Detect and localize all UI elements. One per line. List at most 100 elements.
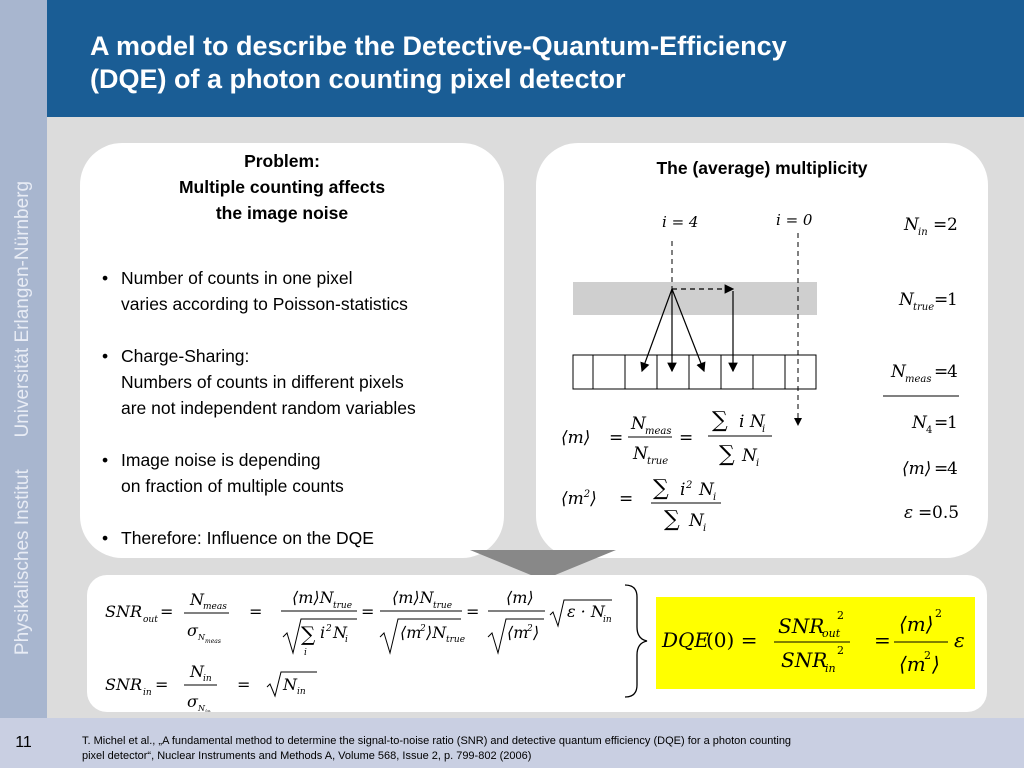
bullet-line: are not independent random variables xyxy=(121,398,416,418)
svg-text:∑: ∑ xyxy=(719,442,735,467)
svg-text:∑: ∑ xyxy=(653,476,669,501)
label-i-right: i = 0 xyxy=(776,211,813,229)
svg-text:⟨m⟩N: ⟨m⟩N xyxy=(292,588,335,607)
svg-text:=: = xyxy=(609,428,623,448)
svg-text:N: N xyxy=(189,590,205,609)
svg-text:N: N xyxy=(890,362,907,382)
svg-text:N: N xyxy=(189,662,205,681)
svg-text:N: N xyxy=(688,511,705,531)
bullet-line: varies according to Poisson-statistics xyxy=(121,294,408,314)
svg-text:N: N xyxy=(698,480,715,500)
svg-text:2: 2 xyxy=(837,644,844,657)
svg-text:ε · N: ε · N xyxy=(567,602,606,621)
svg-text:true: true xyxy=(647,456,668,467)
svg-text:∑: ∑ xyxy=(301,622,316,646)
svg-text:⟨m⟩: ⟨m⟩ xyxy=(561,428,590,448)
svg-text:⟨m⟩: ⟨m⟩ xyxy=(506,588,534,607)
svg-text:i: i xyxy=(304,648,307,658)
bullet-line: on fraction of multiple counts xyxy=(121,476,344,496)
bullet-line: Charge-Sharing: xyxy=(121,346,250,366)
svg-text:i: i xyxy=(762,424,765,435)
svg-text:=: = xyxy=(249,602,262,621)
svg-text:SNR: SNR xyxy=(778,614,824,638)
svg-text:N: N xyxy=(898,290,915,310)
svg-text:∑: ∑ xyxy=(712,408,728,433)
svg-text:N: N xyxy=(197,704,206,712)
svg-text:in: in xyxy=(603,615,612,625)
svg-text:in: in xyxy=(918,227,928,238)
svg-text:⟨m: ⟨m xyxy=(899,652,926,676)
svg-text:=: = xyxy=(155,675,168,694)
bullet-item: Charge-Sharing: Numbers of counts in dif… xyxy=(102,343,416,421)
svg-text:4: 4 xyxy=(926,425,932,436)
svg-text:meas: meas xyxy=(203,602,227,612)
svg-text:in: in xyxy=(205,709,211,712)
svg-text:(0) =: (0) = xyxy=(706,628,757,652)
bullet-line: Number of counts in one pixel xyxy=(121,268,353,288)
value-N-4: 1 xyxy=(947,413,958,433)
svg-text:N: N xyxy=(741,446,758,466)
citation: T. Michel et al., „A fundamental method … xyxy=(82,734,942,764)
svg-text:in: in xyxy=(203,674,212,684)
bullet-line: Image noise is depending xyxy=(121,450,321,470)
svg-text:N: N xyxy=(282,675,298,694)
svg-text:N: N xyxy=(197,633,206,642)
svg-text:i: i xyxy=(680,480,685,500)
svg-text:N: N xyxy=(632,444,649,464)
svg-text:2: 2 xyxy=(924,649,931,662)
svg-text:i N: i N xyxy=(739,412,766,432)
title-line-2: (DQE) of a photon counting pixel detecto… xyxy=(90,64,626,94)
value-epsilon: 0.5 xyxy=(932,503,959,523)
svg-text:true: true xyxy=(913,302,934,313)
svg-text:in: in xyxy=(143,688,152,698)
svg-text:=: = xyxy=(874,628,891,652)
multiplicity-panel: The (average) multiplicity i = 4 i = 0 xyxy=(536,143,988,558)
svg-text:=: = xyxy=(160,602,173,621)
svg-text:∑: ∑ xyxy=(664,507,680,532)
svg-text:⟩: ⟩ xyxy=(532,623,539,642)
bullet-line: Numbers of counts in different pixels xyxy=(121,372,404,392)
svg-text:N: N xyxy=(903,215,920,235)
svg-text:in: in xyxy=(297,687,306,697)
sidebar-institution-text: Physikalisches Institut Universität Erla… xyxy=(12,180,33,656)
svg-text:=: = xyxy=(466,602,479,621)
svg-text:out: out xyxy=(822,627,841,640)
svg-text:i: i xyxy=(703,523,706,534)
svg-text:i: i xyxy=(756,458,759,469)
svg-text:σ: σ xyxy=(187,621,199,640)
svg-text:⟩N: ⟩N xyxy=(425,623,447,642)
svg-text:true: true xyxy=(333,601,352,611)
svg-text:ε: ε xyxy=(954,628,965,652)
svg-text:2: 2 xyxy=(526,624,533,634)
svg-text:SNR: SNR xyxy=(105,675,142,694)
title-line-1: A model to describe the Detective-Quantu… xyxy=(90,31,787,61)
value-N-meas: 4 xyxy=(947,362,958,382)
slide-footer xyxy=(47,718,1024,768)
svg-text:out: out xyxy=(143,615,158,625)
problem-heading: Problem: Multiple counting affects the i… xyxy=(80,148,484,226)
svg-text:2: 2 xyxy=(935,607,942,620)
svg-text:⟨m: ⟨m xyxy=(400,623,421,642)
value-N-true: 1 xyxy=(947,290,958,310)
svg-text:⟨m2⟩: ⟨m2⟩ xyxy=(561,489,597,509)
svg-text:true: true xyxy=(446,635,465,645)
svg-text:=: = xyxy=(619,489,633,509)
bullet-line: Therefore: Influence on the DQE xyxy=(121,528,374,548)
svg-text:N: N xyxy=(630,414,647,434)
svg-text:i: i xyxy=(320,623,325,642)
svg-text:⟨m⟩N: ⟨m⟩N xyxy=(392,588,435,607)
svg-text:ε: ε xyxy=(904,503,913,523)
svg-text:meas: meas xyxy=(905,374,932,385)
svg-text:true: true xyxy=(433,601,452,611)
svg-text:2: 2 xyxy=(325,624,332,634)
svg-text:=: = xyxy=(934,413,948,433)
svg-text:=: = xyxy=(918,503,932,523)
svg-text:⟨m: ⟨m xyxy=(507,623,528,642)
svg-text:N: N xyxy=(332,623,348,642)
charge-sharing-arrows xyxy=(640,284,738,373)
svg-text:SNR: SNR xyxy=(781,648,827,672)
svg-text:DQE: DQE xyxy=(661,628,709,652)
